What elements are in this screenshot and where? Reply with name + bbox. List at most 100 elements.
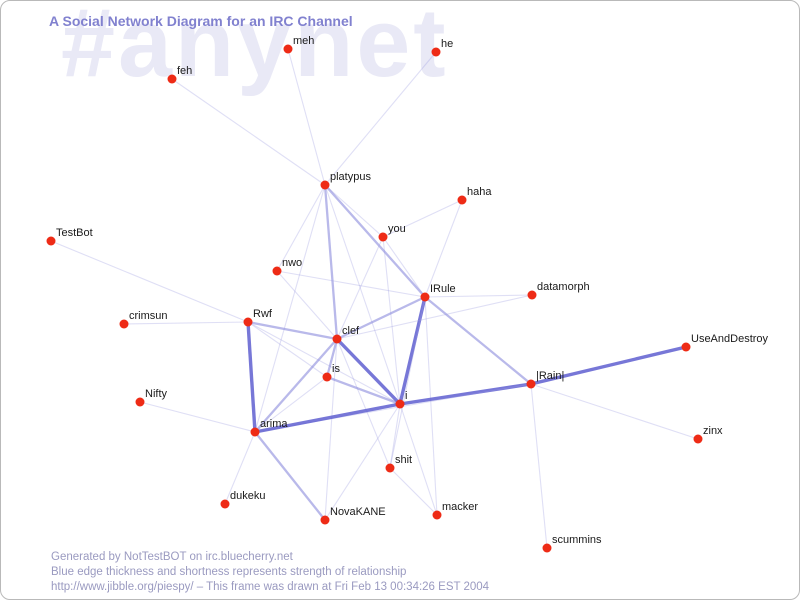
edge-you-i <box>382 236 401 405</box>
channel-watermark: #anynet <box>61 0 449 97</box>
node-dot-Rain <box>526 379 536 389</box>
footer-url-line: http://www.jibble.org/piespy/ – This fra… <box>51 581 490 593</box>
edge-clef-arima <box>254 338 338 433</box>
footer-legend-line: Blue edge thickness and shortness repres… <box>51 566 407 578</box>
node-dot-datamorph <box>527 290 537 300</box>
edge-arima-NovaKANE <box>254 431 326 521</box>
edge-IRule-shit <box>389 296 426 469</box>
node-dot-zinx <box>693 434 703 444</box>
node-dot-i <box>395 399 405 409</box>
node-dot-dukeku <box>220 499 230 509</box>
edge-platypus-you <box>324 184 384 238</box>
node-dot-meh <box>283 44 293 54</box>
node-dot-nwo <box>272 266 282 276</box>
edge-clef-NovaKANE <box>324 338 338 521</box>
edge-IRule-Rain <box>424 296 532 385</box>
node-label-feh: feh <box>177 65 192 77</box>
node-label-crimsun: crimsun <box>129 310 168 322</box>
edge-Nifty-arima <box>139 401 256 433</box>
node-label-Rain: |Rain| <box>536 370 564 382</box>
edge-Rwf-is <box>247 321 328 378</box>
edge-i-macker <box>399 403 438 516</box>
edge-Rwf-i <box>247 321 401 405</box>
node-dot-Nifty <box>135 397 145 407</box>
node-dot-UseAndDestroy <box>681 342 691 352</box>
node-dot-arima <box>250 427 260 437</box>
edge-IRule-i <box>398 296 427 405</box>
edge-datamorph-clef <box>336 294 533 340</box>
node-label-dukeku: dukeku <box>230 490 265 502</box>
node-label-UseAndDestroy: UseAndDestroy <box>691 333 769 345</box>
node-dot-is <box>322 372 332 382</box>
node-label-is: is <box>332 363 340 375</box>
node-label-NovaKANE: NovaKANE <box>330 506 386 518</box>
edge-platypus-IRule <box>324 184 426 298</box>
edge-UseAndDestroy-Rain <box>530 345 687 386</box>
node-label-macker: macker <box>442 501 478 513</box>
node-label-IRule: IRule <box>430 283 456 295</box>
edge-crimsun-Rwf <box>123 321 249 325</box>
edge-Rain-zinx <box>530 383 699 440</box>
edge-shit-macker <box>389 467 438 516</box>
edge-platypus-clef <box>323 184 339 340</box>
node-label-you: you <box>388 223 406 235</box>
edge-you-clef <box>336 236 384 340</box>
node-dot-NovaKANE <box>320 515 330 525</box>
node-dot-you <box>378 232 388 242</box>
edge-is-i <box>326 375 401 406</box>
edge-Rain-scummins <box>530 383 548 549</box>
node-label-arima: arima <box>260 418 288 430</box>
edge-Rwf-arima <box>246 321 257 433</box>
node-label-datamorph: datamorph <box>537 281 590 293</box>
edge-i-arima <box>254 402 401 434</box>
edge-haha-you <box>382 199 463 238</box>
edge-he-platypus <box>324 51 437 186</box>
node-label-meh: meh <box>293 35 314 47</box>
node-dot-TestBot <box>46 236 56 246</box>
node-label-he: he <box>441 38 453 50</box>
edge-IRule-macker <box>424 296 438 516</box>
node-label-clef: clef <box>342 325 360 337</box>
node-label-Nifty: Nifty <box>145 388 168 400</box>
node-label-scummins: scummins <box>552 534 602 546</box>
node-label-nwo: nwo <box>282 257 302 269</box>
edge-nwo-IRule <box>276 270 426 298</box>
node-label-shit: shit <box>395 454 412 466</box>
edge-platypus-i <box>324 184 401 405</box>
edge-clef-is <box>325 338 339 378</box>
node-dot-shit <box>385 463 395 473</box>
edge-is-arima <box>254 376 328 433</box>
page-title: A Social Network Diagram for an IRC Chan… <box>49 13 353 29</box>
node-dot-scummins <box>542 543 552 553</box>
edge-nwo-clef <box>276 270 338 340</box>
node-label-haha: haha <box>467 186 492 198</box>
footer-generated-line: Generated by NotTestBOT on irc.bluecherr… <box>51 551 293 563</box>
footer: Generated by NotTestBOT on irc.bluecherr… <box>51 550 489 595</box>
edge-Rwf-clef <box>247 320 338 341</box>
edge-you-IRule <box>382 236 426 298</box>
edge-clef-shit <box>336 338 391 469</box>
edge-Rain-i <box>399 382 532 406</box>
node-label-i: i <box>405 390 407 402</box>
node-label-zinx: zinx <box>703 425 723 437</box>
edge-arima-dukeku <box>224 431 256 505</box>
node-label-platypus: platypus <box>330 171 371 183</box>
edge-IRule-clef <box>336 295 426 341</box>
edge-platypus-arima <box>254 184 326 433</box>
edge-i-shit <box>389 403 401 469</box>
edge-TestBot-Rwf <box>50 240 249 323</box>
edge-i-NovaKANE <box>324 403 401 521</box>
edge-clef-i <box>335 337 402 406</box>
node-dot-Rwf <box>243 317 253 327</box>
edge-IRule-datamorph <box>424 294 533 298</box>
edge-haha-IRule <box>424 199 463 298</box>
node-dot-clef <box>332 334 342 344</box>
node-label-Rwf: Rwf <box>253 308 273 320</box>
edge-feh-platypus <box>171 78 326 186</box>
edge-platypus-nwo <box>276 184 326 272</box>
node-dot-IRule <box>420 292 430 302</box>
node-dot-crimsun <box>119 319 129 329</box>
node-dot-haha <box>457 195 467 205</box>
